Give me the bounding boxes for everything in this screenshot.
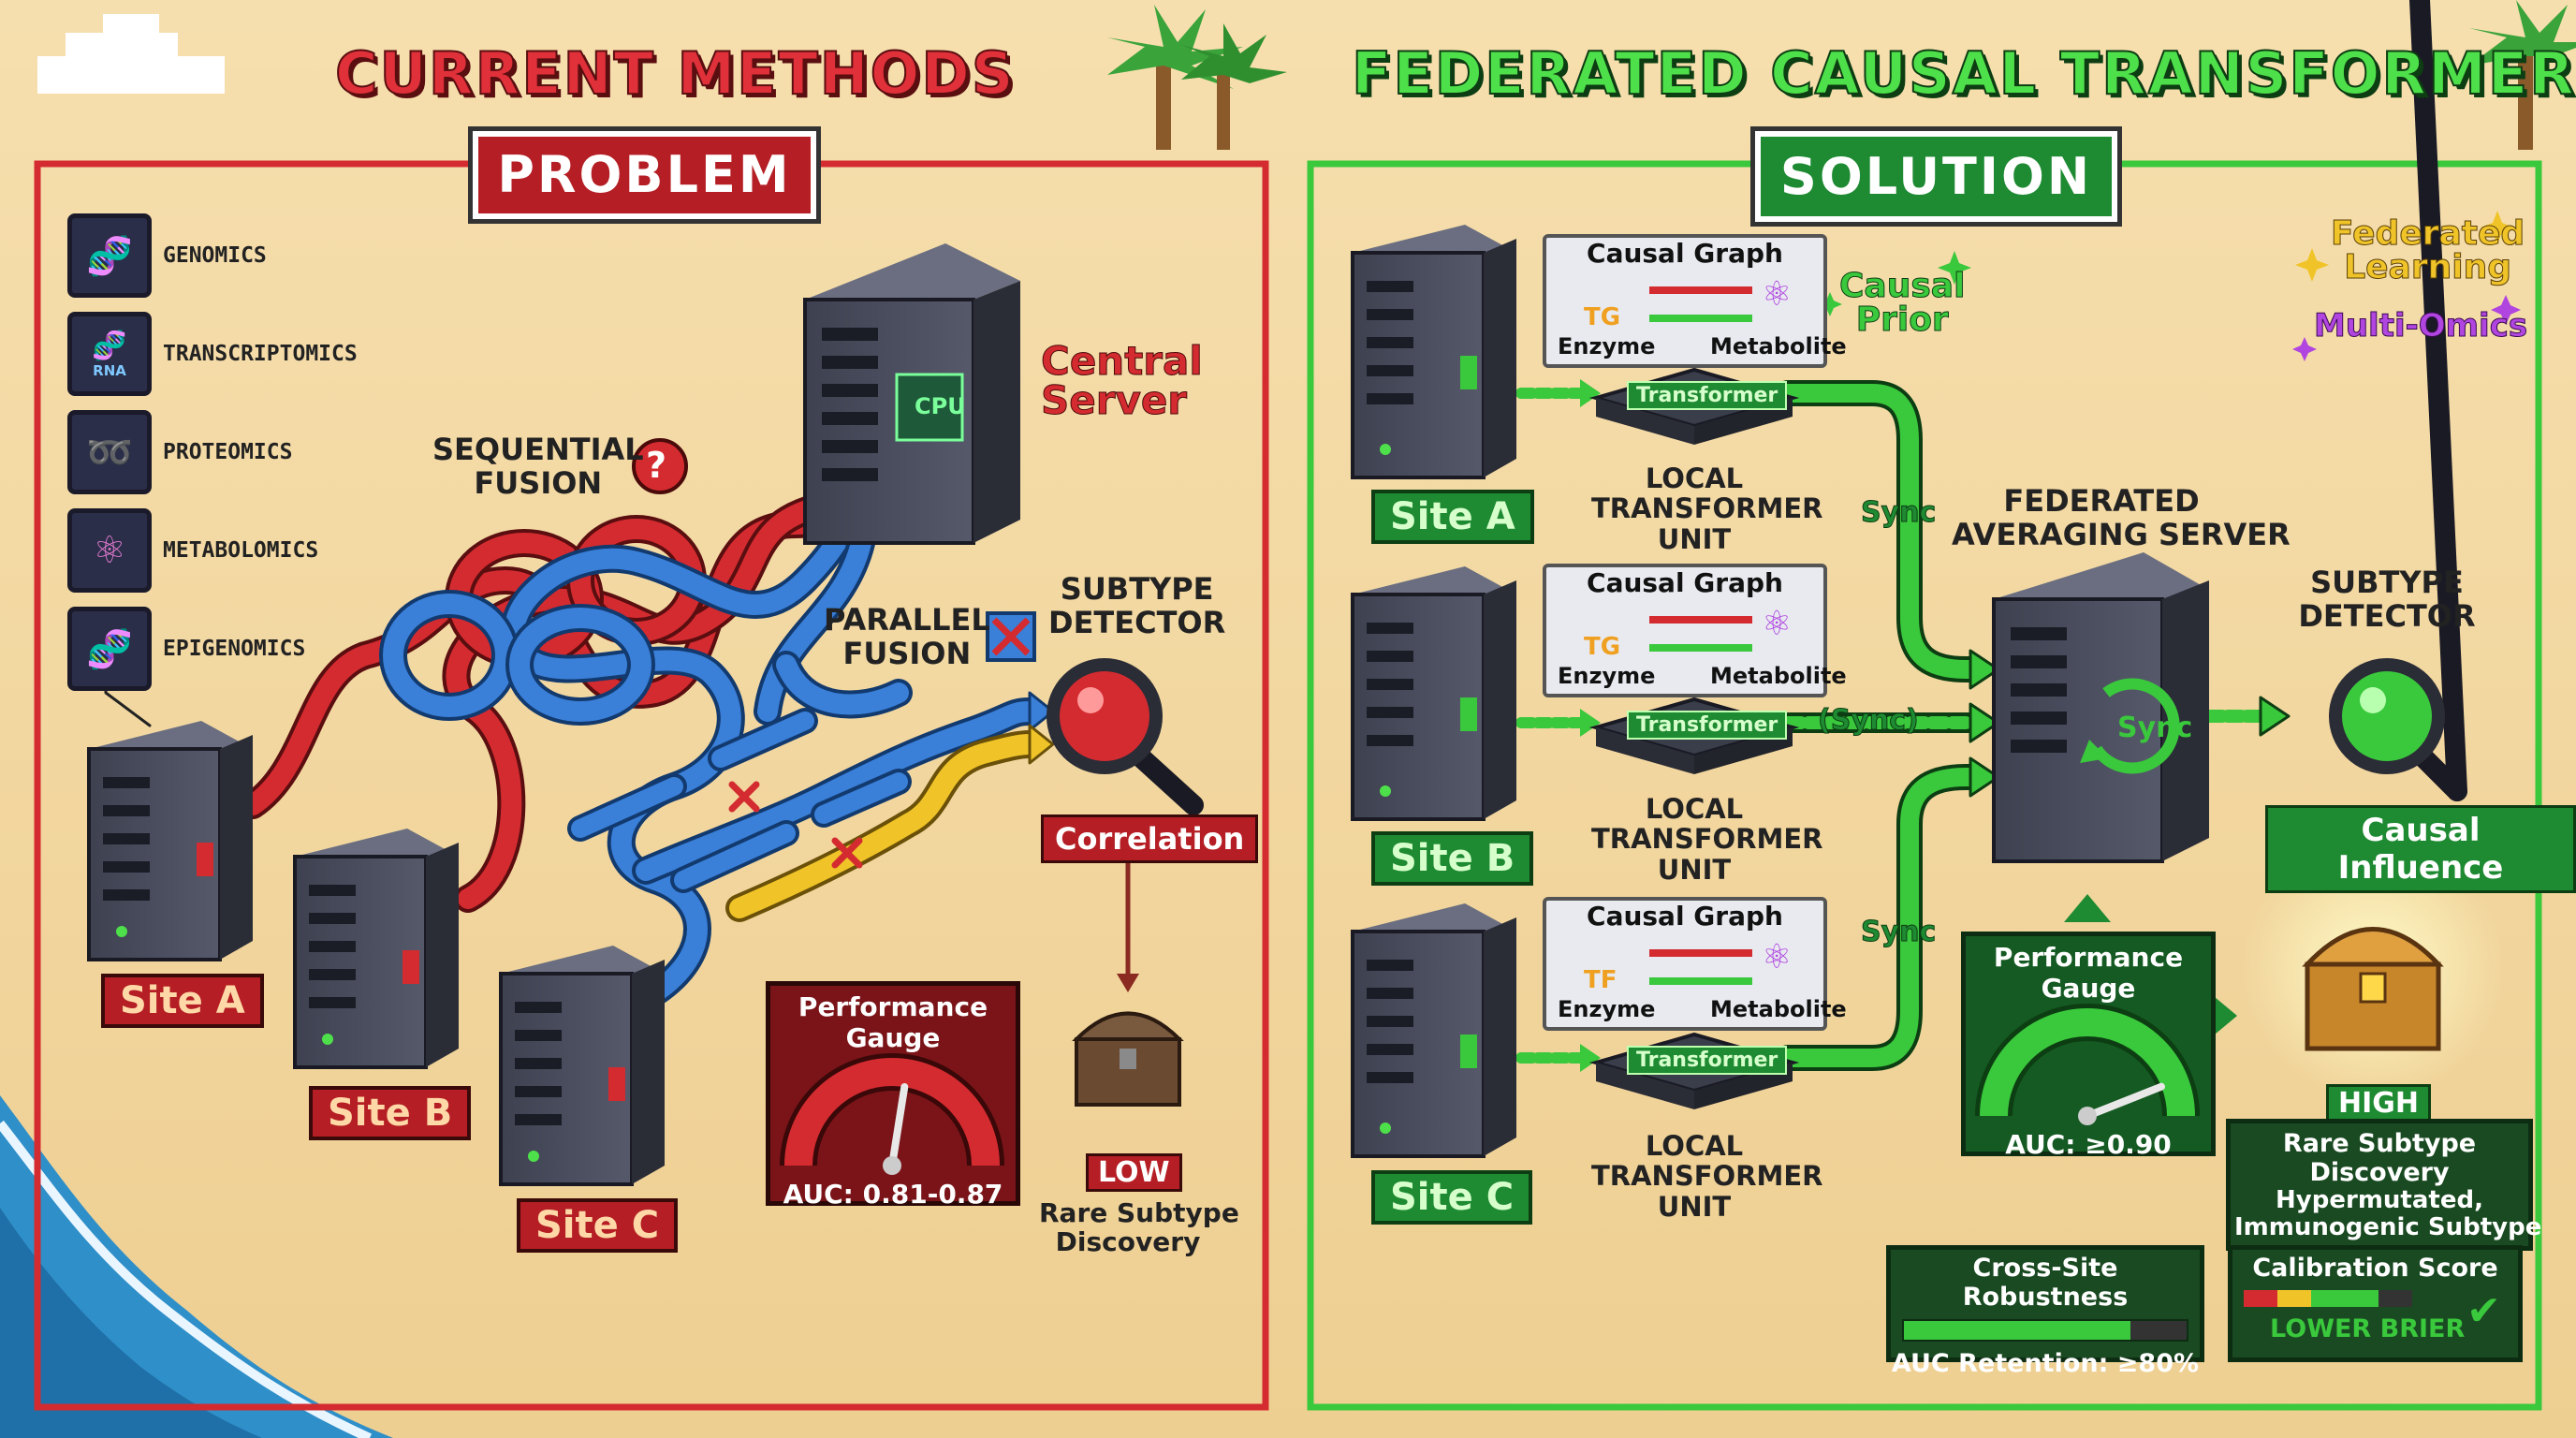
gauge-needle (2084, 1082, 2165, 1120)
sparkle-icon (2295, 211, 2514, 282)
local-unit-label-b: LOCAL TRANSFORMER UNIT (1591, 793, 1823, 886)
site-a-server (87, 721, 253, 961)
cpu-label: CPU (915, 393, 966, 419)
protein-icon: ➿ (67, 410, 152, 494)
problem-banner: PROBLEM (473, 131, 816, 219)
site-c-server-right (1351, 903, 1516, 1158)
question-marker (632, 438, 688, 494)
site-a-server-right (1351, 225, 1516, 479)
sync-label-bottom: Sync (1860, 916, 1937, 949)
legend-item-metabolomics: ⚛ METABOLOMICS (67, 508, 358, 593)
sparkle-green-icon (1818, 251, 1971, 316)
gauge-dial (1975, 1004, 2200, 1125)
solution-banner: SOLUTION (1755, 131, 2117, 222)
dna-icon: 🧬 (67, 213, 152, 298)
causal-influence-tag: Causal Influence (2265, 805, 2576, 893)
causal-graph-a: Causal Graph TG ⚛ Enzyme Metabolite (1543, 234, 1847, 368)
check-icon: ✔ (2466, 1287, 2501, 1335)
magnifier-red-icon (1046, 658, 1204, 815)
left-performance-gauge: Performance Gauge AUC: 0.81-0.87 (766, 981, 1020, 1210)
calibration-score: Calibration Score ✔ LOWER BRIER (2228, 1245, 2523, 1362)
left-discovery-label: Rare Subtype Discovery (1039, 1197, 1239, 1258)
parallel-fusion-label: PARALLEL FUSION (824, 602, 990, 671)
causal-arrow-back (1649, 977, 1752, 985)
right-performance-gauge: Performance Gauge AUC: ≥0.90 (1961, 932, 2216, 1160)
gauge-dial (780, 1053, 1004, 1175)
tf-badge: TF (1584, 966, 1617, 994)
site-a-label: Site A (101, 974, 264, 1028)
methylation-icon: 🧬 (67, 607, 152, 691)
central-server (803, 243, 1020, 545)
palm-tree-icon (2469, 0, 2576, 150)
cross-site-robustness: Cross-Site Robustness AUC Retention: ≥80… (1886, 1245, 2204, 1378)
causal-arrow-forward (1649, 949, 1752, 957)
cloud-icon (37, 14, 225, 94)
site-b-server-right (1351, 566, 1516, 821)
right-subtype-detector-label: SUBTYPE DETECTOR (2298, 565, 2476, 634)
transformer-chip-label-a: Transformer (1627, 381, 1788, 410)
right-title: FEDERATED CAUSAL TRANSFORMER (1351, 38, 2576, 109)
causal-prior-label: Causal Prior (1838, 267, 1966, 339)
left-subtype-detector-label: SUBTYPE DETECTOR (1048, 571, 1226, 640)
robustness-bar-fill (1904, 1321, 2130, 1340)
causal-arrow-back (1649, 315, 1752, 322)
molecule-icon: ⚛ (67, 508, 152, 593)
legend-item-transcriptomics: 🧬RNA TRANSCRIPTOMICS (67, 312, 358, 396)
causal-graph-c: Causal Graph TF ⚛ Enzyme Metabolite (1543, 897, 1847, 1031)
treasure-chest-closed-icon (1072, 1011, 1184, 1107)
local-unit-label-c: LOCAL TRANSFORMER UNIT (1591, 1130, 1823, 1223)
omics-legend: 🧬 GENOMICS 🧬RNA TRANSCRIPTOMICS ➿ PROTEO… (67, 213, 358, 691)
right-site-b-label: Site B (1371, 831, 1534, 886)
left-title: CURRENT METHODS (334, 38, 1016, 109)
sync-label-middle: (Sync) (1818, 704, 1920, 738)
gauge-needle (888, 1083, 909, 1169)
causal-arrow-forward (1649, 286, 1752, 294)
sequential-fusion-label: SEQUENTIAL FUSION (432, 432, 644, 501)
site-b-server (293, 829, 459, 1069)
site-c-label: Site C (517, 1198, 679, 1253)
right-site-a-label: Site A (1371, 490, 1534, 544)
sync-cycle-icon (2091, 678, 2180, 774)
transformer-chip-label-c: Transformer (1627, 1046, 1788, 1075)
sparkle-purple-icon (2292, 295, 2521, 361)
left-discovery-level: LOW (1086, 1153, 1182, 1192)
causal-arrow-forward (1649, 616, 1752, 624)
magnifier-green-icon (2329, 0, 2467, 801)
multi-omics-label: Multi-Omics (2313, 307, 2528, 345)
right-site-c-label: Site C (1371, 1170, 1533, 1225)
rna-icon: 🧬RNA (67, 312, 152, 396)
federated-server-label: FEDERATED AVERAGING SERVER (1952, 483, 2291, 552)
site-c-server (499, 946, 665, 1186)
calibration-bar (2244, 1290, 2412, 1307)
site-b-label: Site B (309, 1086, 472, 1140)
robustness-bar (1902, 1319, 2188, 1342)
metabolite-molecule-icon: ⚛ (1762, 938, 1793, 976)
causal-arrow-back (1649, 644, 1752, 652)
federated-learning-label: Federated Learning (2330, 214, 2525, 286)
sync-label-top: Sync (1860, 496, 1937, 530)
question-mark: ? (646, 445, 667, 486)
server-sync-label: Sync (2117, 712, 2193, 744)
metabolite-molecule-icon: ⚛ (1762, 605, 1793, 643)
transformer-chip-label-b: Transformer (1627, 711, 1788, 740)
local-unit-label-a: LOCAL TRANSFORMER UNIT (1591, 462, 1823, 555)
metabolite-molecule-icon: ⚛ (1762, 275, 1793, 314)
correlation-tag: Correlation (1041, 814, 1259, 863)
palm-tree-icon (1107, 5, 1287, 150)
rare-subtype-box: Rare Subtype Discovery Hypermutated, Imm… (2226, 1119, 2541, 1252)
causal-graph-b: Causal Graph TG ⚛ Enzyme Metabolite (1543, 564, 1847, 697)
tf-badge: TG (1584, 633, 1621, 661)
legend-item-proteomics: ➿ PROTEOMICS (67, 410, 358, 494)
right-discovery-level: HIGH (2326, 1084, 2432, 1123)
central-server-label: Central Server (1041, 338, 1204, 423)
federated-averaging-server (1992, 552, 2209, 863)
tf-badge: TG (1584, 303, 1621, 331)
legend-item-genomics: 🧬 GENOMICS (67, 213, 358, 298)
treasure-chest-glowing-icon (2242, 838, 2504, 1100)
legend-item-epigenomics: 🧬 EPIGENOMICS (67, 607, 358, 691)
